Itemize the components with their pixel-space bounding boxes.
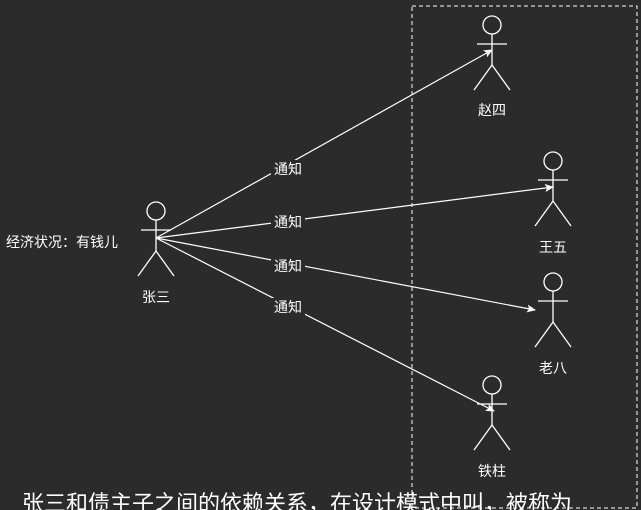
- actor-left-leg: [473, 424, 493, 451]
- actor-label-zhangsan: 张三: [142, 290, 170, 306]
- observer-group-boundary: [411, 5, 638, 509]
- actor-wangwu[interactable]: [534, 151, 572, 227]
- actor-label-wangwu: 王五: [539, 240, 567, 256]
- actor-head: [543, 272, 563, 292]
- actor-left-leg: [534, 321, 554, 348]
- actor-right-leg: [491, 64, 511, 91]
- edge-to-wangwu: [155, 184, 554, 239]
- actor-head: [146, 201, 166, 221]
- actor-head: [482, 375, 502, 395]
- actor-right-leg: [552, 321, 572, 348]
- actor-label-zhaosi: 赵四: [478, 103, 506, 119]
- actor-head: [482, 15, 502, 35]
- edge-to-tiezhu: [155, 237, 495, 412]
- actor-head: [543, 151, 563, 171]
- actor-laoba[interactable]: [534, 272, 572, 348]
- edge-to-zhaosi: [155, 49, 493, 239]
- edge-label: 通知: [274, 258, 302, 275]
- caption-text: 张三和债主子之间的依赖关系，在设计模式中叫，被称为: [22, 492, 573, 510]
- edge-labels: 通知 通知 通知 通知: [271, 160, 305, 316]
- edge-label-bg-3: [271, 257, 305, 275]
- actor-label-laoba: 老八: [539, 361, 567, 377]
- actor-left-leg: [534, 200, 554, 227]
- actor-label-tiezhu: 铁柱: [478, 464, 506, 480]
- actor-left-leg: [137, 250, 157, 277]
- actor-zhangsan[interactable]: [137, 201, 175, 277]
- actor-right-leg: [155, 250, 175, 277]
- actor-tiezhu[interactable]: [473, 375, 511, 451]
- actor-left-leg: [473, 64, 493, 91]
- actor-attribute-label: 经济状况：有钱儿: [6, 235, 118, 251]
- actor-right-leg: [552, 200, 572, 227]
- edge-label: 通知: [274, 299, 302, 316]
- edge-label-bg-1: [271, 160, 305, 178]
- edge-label: 通知: [274, 161, 302, 178]
- edge-label: 通知: [274, 214, 302, 231]
- actor-right-leg: [491, 424, 511, 451]
- actor-zhaosi[interactable]: [473, 15, 511, 91]
- edge-label-bg-2: [271, 213, 305, 231]
- edges: [155, 49, 554, 412]
- edge-label-bg-4: [271, 298, 305, 316]
- edge-to-laoba: [155, 237, 536, 313]
